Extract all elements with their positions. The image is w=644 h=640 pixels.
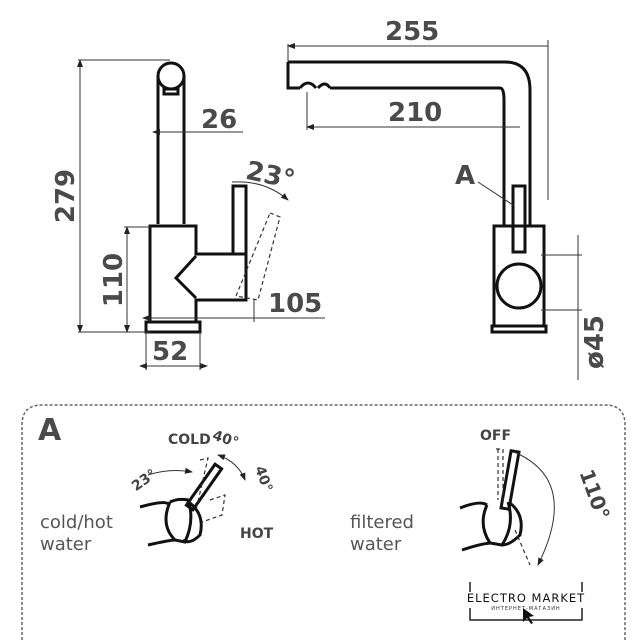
- body-height-label: 110: [99, 253, 129, 307]
- lever: [231, 184, 248, 256]
- mixer-handle-body: [139, 497, 193, 547]
- filter-label-line2: water: [350, 534, 402, 555]
- cold-angle-label: 40°: [210, 428, 240, 451]
- aerator: [162, 87, 180, 96]
- detail-marker-label: A: [455, 161, 475, 191]
- height-total-label: 279: [51, 169, 81, 223]
- mixer-label-line2: water: [40, 534, 92, 555]
- detail-leader: [477, 181, 514, 206]
- spout-tip: [156, 61, 186, 91]
- hot-label: HOT: [240, 526, 274, 542]
- watermark-subtext: ИНТЕРНЕТ-МАГАЗИН: [491, 606, 560, 612]
- lever-angle-arc: [231, 181, 289, 201]
- filter-handle-body: [459, 501, 512, 552]
- side-view: 23° 279 26 110 105 52: [51, 59, 325, 370]
- filter-lever: [511, 184, 527, 254]
- lever-tilted-outline: [235, 212, 281, 301]
- cartridge-cone: [173, 254, 198, 300]
- detail-title: A: [38, 413, 62, 448]
- spout: [286, 60, 532, 226]
- reach-label: 210: [388, 98, 442, 128]
- diameter-label: ø45: [580, 315, 610, 369]
- off-label: OFF: [480, 428, 511, 444]
- base-plate: [144, 320, 202, 334]
- detail-a-panel: A cold/hot water COLD 40° 40° 23° HOT fi…: [21, 404, 626, 640]
- lever-angle-label: 23°: [243, 156, 297, 196]
- front-view: 255 210 A ø45: [286, 17, 610, 380]
- tilt-angle-label: 23°: [129, 466, 160, 494]
- spout-diameter-label: 26: [201, 105, 237, 135]
- watermark-text: ELECTRO MARKET: [467, 591, 585, 605]
- mixer-label-line1: cold/hot: [40, 512, 113, 533]
- base-width-label: 52: [152, 337, 188, 367]
- hot-angle-label: 40°: [251, 464, 275, 494]
- cursor-icon: [523, 608, 534, 624]
- lever-reach-label: 105: [268, 289, 322, 319]
- rotation-angle-label: 110°: [575, 466, 615, 523]
- cold-label: COLD: [168, 432, 211, 448]
- watermark-logo: ELECTRO MARKET ИНТЕРНЕТ-МАГАЗИН: [467, 582, 585, 624]
- filter-label-line1: filtered: [350, 512, 414, 533]
- total-length-label: 255: [385, 17, 439, 47]
- body: [492, 224, 546, 328]
- spout-tube: [156, 76, 186, 224]
- handle-disc: [495, 262, 543, 310]
- outlets: [298, 81, 332, 90]
- filter-lever: [499, 449, 521, 511]
